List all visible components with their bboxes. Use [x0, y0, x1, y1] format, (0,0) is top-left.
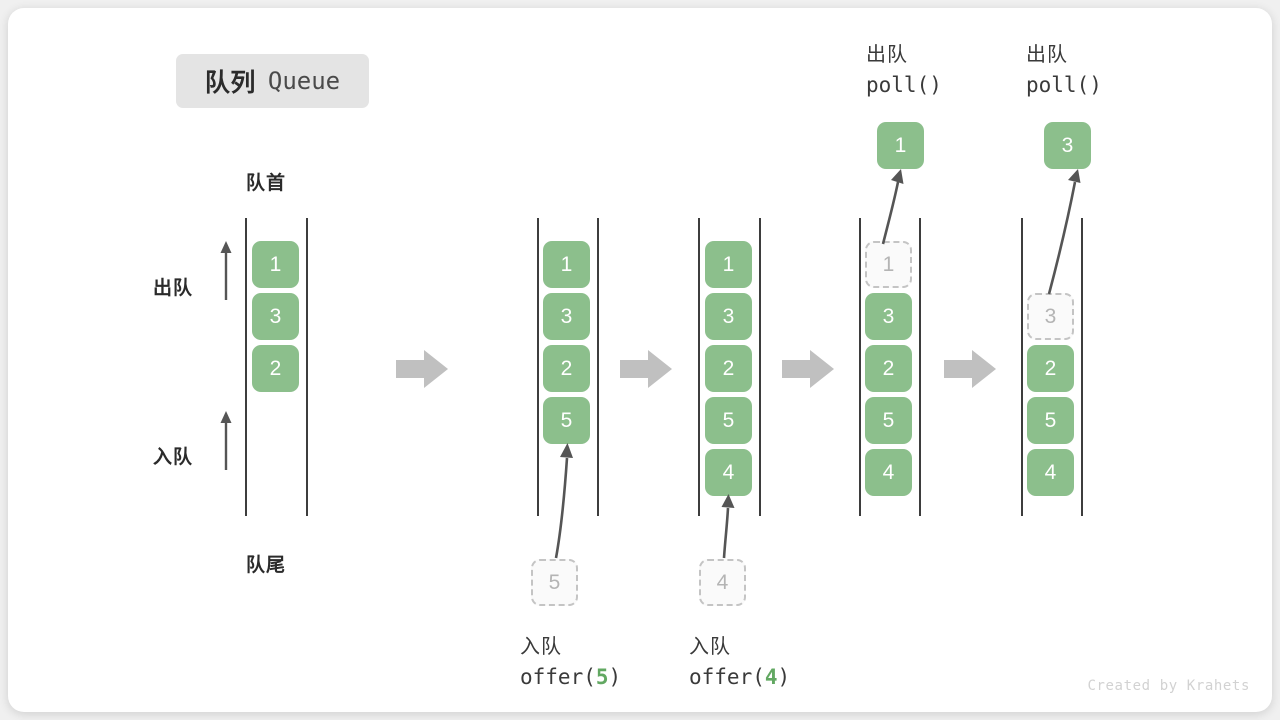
incoming-element-ghost: 5: [531, 559, 578, 606]
queue-element-removed: 3: [1027, 293, 1074, 340]
operation-label-code: offer(5): [520, 665, 621, 689]
queue-element: 2: [865, 345, 912, 392]
enqueue-motion-arrow: [721, 494, 735, 559]
op-code-suffix: ): [1089, 73, 1102, 97]
dequeue-direction-arrow: [220, 241, 232, 300]
queue-element: 3: [865, 293, 912, 340]
queue-element: 1: [543, 241, 590, 288]
enqueue-side-label: 入队: [153, 447, 194, 468]
step-arrow-icon: [944, 350, 996, 388]
queue-element: 3: [705, 293, 752, 340]
op-code-prefix: poll(: [1026, 73, 1090, 97]
rail-right: [759, 218, 761, 516]
queue-element: 4: [1027, 449, 1074, 496]
op-code-prefix: poll(: [866, 73, 930, 97]
queue-element: 3: [543, 293, 590, 340]
queue-element: 2: [1027, 345, 1074, 392]
queue-element: 2: [705, 345, 752, 392]
dequeue-side-label: 出队: [153, 278, 194, 299]
dequeue-motion-arrow: [881, 169, 904, 245]
credit-text: Created by Krahets: [1087, 678, 1250, 694]
queue-element: 2: [252, 345, 299, 392]
queue-element: 4: [865, 449, 912, 496]
operation-label-code: poll(): [1026, 73, 1102, 97]
enqueue-motion-arrow: [554, 443, 573, 559]
op-code-arg: 4: [764, 665, 778, 689]
op-code-prefix: offer(: [689, 665, 765, 689]
queue-element: 5: [1027, 397, 1074, 444]
rail-left: [245, 218, 247, 516]
queue-element-removed: 1: [865, 241, 912, 288]
title-english: Queue: [267, 67, 341, 95]
outgoing-element: 1: [877, 122, 924, 169]
incoming-element-ghost: 4: [699, 559, 746, 606]
operation-label-cn: 入队: [689, 636, 731, 658]
diagram-title-badge: 队列 Queue: [176, 54, 369, 108]
rail-left: [1021, 218, 1023, 516]
operation-label-cn: 出队: [866, 44, 908, 66]
queue-element: 1: [705, 241, 752, 288]
operation-label-code: poll(): [866, 73, 942, 97]
op-code-suffix: ): [929, 73, 942, 97]
operation-label-code: offer(4): [689, 665, 790, 689]
queue-element-new: 5: [543, 397, 590, 444]
rail-left: [859, 218, 861, 516]
rail-right: [306, 218, 308, 516]
rail-right: [597, 218, 599, 516]
queue-element-new: 4: [705, 449, 752, 496]
rail-left: [698, 218, 700, 516]
operation-label-cn: 出队: [1026, 44, 1068, 66]
queue-head-label: 队首: [246, 173, 287, 194]
rail-right: [919, 218, 921, 516]
queue-element: 3: [252, 293, 299, 340]
op-code-suffix: ): [608, 665, 622, 689]
queue-element: 5: [705, 397, 752, 444]
step-arrow-icon: [620, 350, 672, 388]
outgoing-element: 3: [1044, 122, 1091, 169]
enqueue-direction-arrow: [220, 411, 232, 470]
operation-label-cn: 入队: [520, 636, 562, 658]
op-code-arg: 5: [595, 665, 609, 689]
op-code-suffix: ): [777, 665, 791, 689]
queue-tail-label: 队尾: [246, 555, 287, 576]
title-chinese: 队列: [204, 69, 256, 97]
step-arrow-icon: [782, 350, 834, 388]
queue-element: 2: [543, 345, 590, 392]
step-arrow-icon: [396, 350, 448, 388]
rail-right: [1081, 218, 1083, 516]
diagram-card: 队列 Queue 队首 队尾 出队 入队 1 3 2: [8, 8, 1272, 712]
dequeue-motion-arrow: [1047, 169, 1081, 295]
op-code-prefix: offer(: [520, 665, 596, 689]
rail-left: [537, 218, 539, 516]
queue-element: 5: [865, 397, 912, 444]
queue-element: 1: [252, 241, 299, 288]
